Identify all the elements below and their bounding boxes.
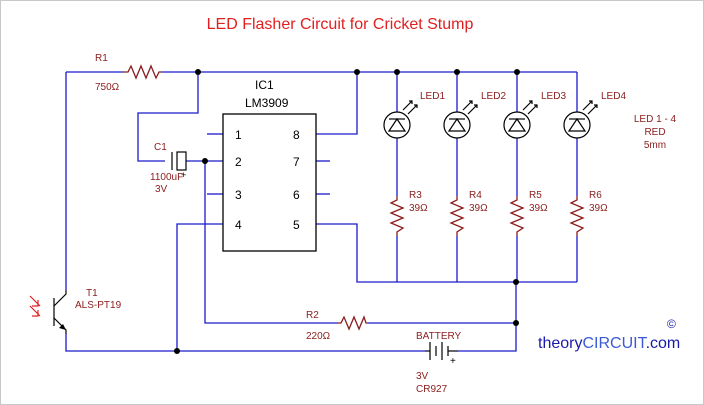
c1-voltage: 3V [155,184,168,195]
t1-ref: T1 [86,288,98,299]
resistor-r2: R2 220Ω [306,310,368,342]
brand-watermark: © theoryCIRCUIT.com [538,317,680,352]
led-3: LED3 [503,91,566,139]
wires [65,71,578,352]
diagram-title: LED Flasher Circuit for Cricket Stump [207,16,474,33]
phototransistor-t1: T1 ALS-PT19 [29,288,122,334]
ic1-pin-3: 3 [235,188,242,202]
brand-copyright: © [667,317,676,331]
led-3-ref: LED3 [541,91,566,102]
resistor-r3: R3 39Ω [389,190,428,236]
r5-value: 39Ω [529,203,548,214]
brand-suffix: .com [646,335,681,352]
ic1-pin-7: 7 [293,155,300,169]
capacitor-c1: + C1 1100uF 3V [150,142,187,195]
c1-ref: C1 [154,142,167,153]
battery-plus: + [450,356,456,367]
led-note: LED 1 - 4 RED 5mm [634,114,677,151]
resistor-r6: R6 39Ω [569,190,608,236]
r1-value: 750Ω [95,82,120,93]
r1-ref: R1 [95,53,108,64]
ic1-pin-4: 4 [235,218,242,232]
ic1-pin-1: 1 [235,128,242,142]
ic1-ref: IC1 [255,78,274,92]
c1-value: 1100uF [150,172,183,183]
r3-value: 39Ω [409,203,428,214]
led-1: LED1 [383,91,445,139]
r4-ref: R4 [469,190,482,201]
ic1-chip: IC1 LM3909 1 2 3 4 5 6 7 8 [222,78,317,252]
r5-ref: R5 [529,190,542,201]
ic1-body [222,113,317,252]
led-note-line2: RED [644,127,665,138]
battery-part: CR927 [416,384,448,395]
t1-part: ALS-PT19 [75,300,122,311]
led-2-ref: LED2 [481,91,506,102]
led-1-ref: LED1 [420,91,445,102]
battery-label: BATTERY [416,331,462,342]
r2-ref: R2 [306,310,319,321]
led-note-line1: LED 1 - 4 [634,114,677,125]
r3-ref: R3 [409,190,422,201]
led-note-line3: 5mm [644,140,666,151]
resistor-r4: R4 39Ω [449,190,488,236]
resistor-r1: R1 750Ω [95,53,162,93]
led-2: LED2 [443,91,506,139]
ic1-pin-2: 2 [235,155,242,169]
ic1-pin-8: 8 [293,128,300,142]
r2-value: 220Ω [306,331,331,342]
ic1-pin-5: 5 [293,218,300,232]
resistor-r5: R5 39Ω [509,190,548,236]
junction-dots [174,69,520,354]
ic1-pin-6: 6 [293,188,300,202]
c1-plus: + [181,170,186,180]
battery-voltage: 3V [416,371,429,382]
battery: + BATTERY 3V CR927 [416,331,462,395]
brand-prefix: theory [538,335,582,352]
brand-text: theoryCIRCUIT.com [538,335,680,352]
led-4-ref: LED4 [601,91,626,102]
ic1-part: LM3909 [245,96,289,110]
r6-ref: R6 [589,190,602,201]
brand-highlight: CIRCUIT [582,335,647,352]
led-4: LED4 [563,91,626,139]
r4-value: 39Ω [469,203,488,214]
r6-value: 39Ω [589,203,608,214]
